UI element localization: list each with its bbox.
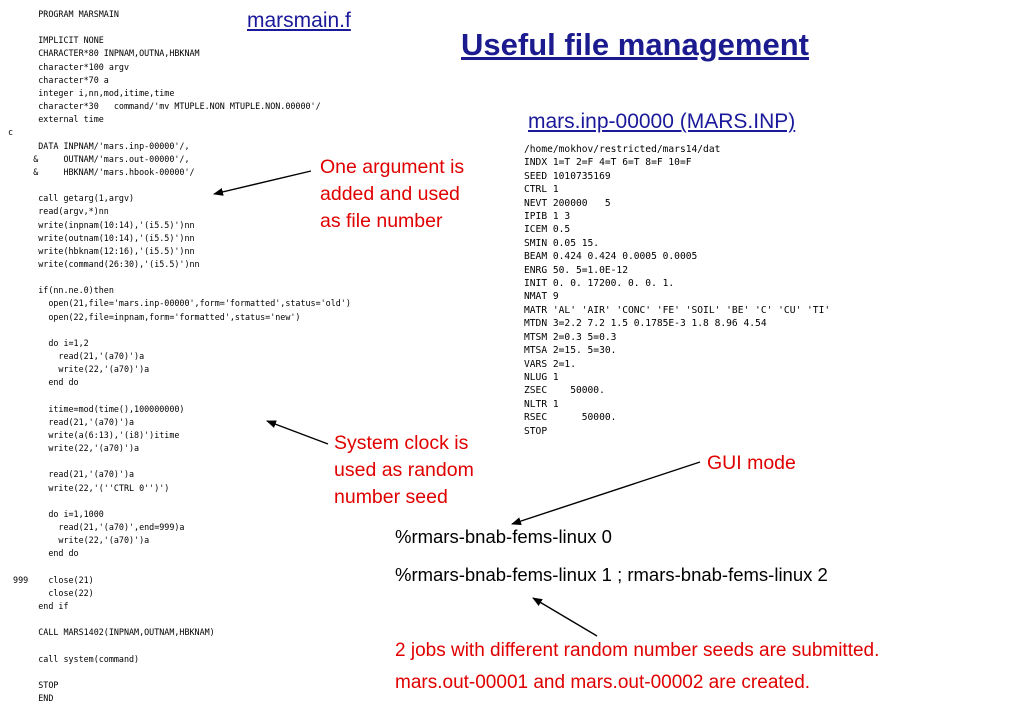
- arrow-gui: [511, 461, 701, 525]
- code-line: CALL MARS1402(INPNAM,OUTNAM,HBKNAM): [8, 627, 215, 638]
- gui-mode-note: GUI mode: [707, 452, 796, 474]
- code-line: PROGRAM MARSMAIN: [8, 9, 119, 19]
- code-line: END: [8, 693, 54, 704]
- fortran-code-listing: PROGRAM MARSMAIN IMPLICIT NONE CHARACTER…: [8, 8, 351, 705]
- code-line: CHARACTER*80 INPNAM,OUTNA,HBKNAM: [8, 48, 200, 59]
- input-line: MATR 'AL' 'AIR' 'CONC' 'FE' 'SOIL' 'BE' …: [524, 304, 831, 316]
- note-line: mars.out-00001 and mars.out-00002 are cr…: [395, 672, 811, 693]
- note-line: System clock is: [334, 432, 469, 454]
- code-line: read(21,'(a70)')a: [8, 469, 135, 480]
- code-line: close(22): [8, 587, 94, 598]
- input-line: SMIN 0.05 15.: [524, 237, 600, 249]
- code-line: character*100 argv: [8, 61, 130, 72]
- code-line: write(22,'(a70)')a: [8, 443, 140, 454]
- input-line: MTSM 2=0.3 5=0.3: [524, 331, 617, 343]
- code-line: write(hbknam(12:16),'(i5.5)')nn: [8, 245, 195, 256]
- code-line: write(inpnam(10:14),'(i5.5)')nn: [8, 219, 195, 230]
- code-line: character*30 command/'mv MTUPLE.NON MTUP…: [8, 101, 321, 112]
- code-line: end do: [8, 548, 79, 559]
- code-line: STOP: [8, 679, 59, 690]
- code-line: open(22,file=inpnam,form='formatted',sta…: [8, 311, 301, 322]
- input-line: RSEC 50000.: [524, 412, 617, 424]
- code-line: external time: [8, 114, 104, 125]
- code-line: write(22,'(a70)')a: [8, 535, 150, 546]
- source-file-title: marsmain.f: [247, 9, 351, 32]
- input-line: IPIB 1 3: [524, 211, 571, 223]
- input-line: INDX 1=T 2=F 4=T 6=T 8=F 10=F: [524, 157, 692, 169]
- note-line: number seed: [334, 486, 448, 508]
- input-line: /home/mokhov/restricted/mars14/dat: [524, 144, 721, 155]
- input-line: NEVT 200000 5: [524, 197, 611, 209]
- code-line: write(22,'(a70)')a: [8, 364, 150, 375]
- code-line: end do: [8, 377, 79, 388]
- input-line: SEED 1010735169: [524, 170, 611, 182]
- input-line: ENRG 50. 5=1.0E-12: [524, 264, 628, 276]
- command-gui: %rmars-bnab-fems-linux 0: [395, 526, 612, 547]
- code-line: read(21,'(a70)')a: [8, 351, 145, 362]
- input-line: MTDN 3=2.2 7.2 1.5 0.1785E-3 1.8 8.96 4.…: [524, 318, 767, 330]
- code-line: read(21,'(a70)')a: [8, 416, 135, 427]
- note-line: used as random: [334, 459, 474, 481]
- code-line: call getarg(1,argv): [8, 193, 135, 204]
- code-line: read(21,'(a70)',end=999)a: [8, 522, 185, 533]
- input-line: BEAM 0.424 0.424 0.0005 0.0005: [524, 251, 698, 263]
- note-line: 2 jobs with different random number seed…: [395, 640, 880, 661]
- code-line: & HBKNAM/'mars.hbook-00000'/: [8, 166, 195, 177]
- code-line: 999 close(21): [8, 574, 94, 585]
- code-line: read(argv,*)nn: [8, 206, 109, 217]
- input-line: NLUG 1: [524, 371, 559, 383]
- input-line: MTSA 2=15. 5=30.: [524, 345, 617, 357]
- input-line: NMAT 9: [524, 291, 559, 303]
- input-line: NLTR 1: [524, 398, 559, 410]
- code-line: IMPLICIT NONE: [8, 35, 104, 46]
- note-line: as file number: [320, 210, 443, 232]
- code-line: integer i,nn,mod,itime,time: [8, 87, 175, 98]
- code-line: if(nn.ne.0)then: [8, 285, 114, 296]
- code-line: call system(command): [8, 653, 140, 664]
- arrow-clock: [266, 420, 329, 445]
- code-line: open(21,file='mars.inp-00000',form='form…: [8, 298, 351, 309]
- slide-title: Useful file management: [461, 27, 809, 62]
- code-line: c: [8, 127, 14, 138]
- code-line: write(outnam(10:14),'(i5.5)')nn: [8, 232, 195, 243]
- input-line: ICEM 0.5: [524, 224, 571, 236]
- code-line: end if: [8, 601, 69, 612]
- code-line: & OUTNAM/'mars.out-00000'/,: [8, 153, 190, 164]
- arrow-argument: [213, 170, 312, 196]
- code-line: write(a(6:13),'(i8)')itime: [8, 430, 180, 440]
- code-line: character*70 a: [8, 74, 109, 85]
- input-file-title: mars.inp-00000 (MARS.INP): [528, 110, 796, 133]
- code-line: itime=mod(time(),100000000): [8, 403, 185, 414]
- code-line: write(command(26:30),'(i5.5)')nn: [8, 258, 200, 269]
- code-line: DATA INPNAM/'mars.inp-00000'/,: [8, 140, 190, 151]
- arrow-jobs: [532, 597, 598, 637]
- note-line: One argument is: [320, 156, 465, 178]
- input-line: INIT 0. 0. 17200. 0. 0. 1.: [524, 278, 675, 290]
- clock-note: System clock is used as random number seed: [334, 430, 474, 511]
- argument-note: One argument is added and used as file num…: [320, 154, 464, 235]
- input-line: CTRL 1: [524, 184, 559, 196]
- note-line: added and used: [320, 183, 460, 205]
- input-line: VARS 2=1.: [524, 358, 576, 370]
- command-two-jobs: %rmars-bnab-fems-linux 1 ; rmars-bnab-fe…: [395, 564, 828, 585]
- code-line: do i=1,2: [8, 337, 89, 348]
- code-line: write(22,'(''CTRL 0'')'): [8, 482, 170, 493]
- input-line: STOP: [524, 425, 548, 437]
- input-line: ZSEC 50000.: [524, 385, 605, 397]
- code-line: do i=1,1000: [8, 508, 104, 519]
- jobs-note: 2 jobs with different random number seed…: [395, 635, 879, 699]
